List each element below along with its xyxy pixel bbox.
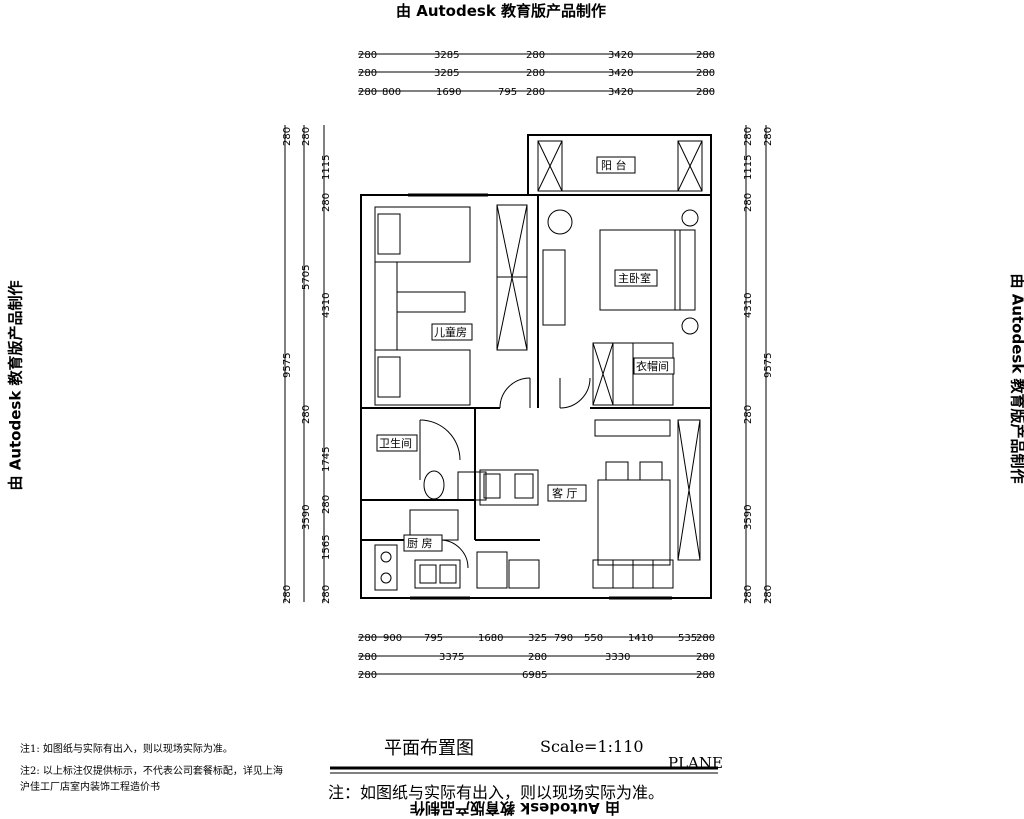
dim-top-3-5: 3420 xyxy=(608,87,633,98)
dim-left-inner-6: 1745 xyxy=(321,447,332,472)
dim-top-2-0: 280 xyxy=(358,68,377,79)
room-balcony: 阳 台 xyxy=(601,158,627,172)
dim-top-3-6: 280 xyxy=(696,87,715,98)
dim-left-inner-8: 1565 xyxy=(321,535,332,560)
balcony-outline xyxy=(527,134,712,196)
dim-top-1-4: 280 xyxy=(696,50,715,61)
dim-right-inner-6: 280 xyxy=(743,585,754,604)
dim-right-outer-0: 280 xyxy=(763,127,774,146)
drawing-title: 平面布置图 xyxy=(384,738,474,759)
dim-right-inner-2: 280 xyxy=(743,193,754,212)
dim-bot-2-2: 280 xyxy=(528,652,547,663)
room-bathroom: 卫生间 xyxy=(379,436,412,450)
dim-top-2-4: 280 xyxy=(696,68,715,79)
dim-right-inner-0: 280 xyxy=(743,127,754,146)
dim-left-inner-2: 280 xyxy=(321,193,332,212)
dim-right-inner-3: 4310 xyxy=(743,293,754,318)
dim-bot-1-7: 1410 xyxy=(628,633,653,644)
dim-left-inner-4: 4310 xyxy=(321,293,332,318)
dim-left-inner-7: 280 xyxy=(321,495,332,514)
dim-bot-1-0: 280 xyxy=(358,633,377,644)
master-bed xyxy=(599,229,681,311)
room-kids: 儿童房 xyxy=(434,325,467,339)
watermark-top: 由 Autodesk 教育版产品制作 xyxy=(396,2,607,20)
dim-left-inner-1: 1115 xyxy=(321,155,332,180)
note-2a: 注2: 以上标注仅提供标示，不代表公司套餐标配，详见上海 xyxy=(20,766,283,777)
dim-left-inner-3: 5705 xyxy=(301,265,312,290)
dim-top-1-1: 3285 xyxy=(434,50,459,61)
drawing-plane: PLANE xyxy=(668,754,723,772)
dim-right-inner-1: 1115 xyxy=(743,155,754,180)
note-1: 注1: 如图纸与实际有出入，则以现场实际为准。 xyxy=(20,744,233,755)
dim-bot-2-1: 3375 xyxy=(439,652,464,663)
dim-top-2-3: 3420 xyxy=(608,68,633,79)
dim-right-outer-1: 9575 xyxy=(763,353,774,378)
dim-bot-1-8: 535 xyxy=(678,633,697,644)
dim-top-1-3: 3420 xyxy=(608,50,633,61)
room-living: 客 厅 xyxy=(552,486,578,500)
dim-top-1-2: 280 xyxy=(526,50,545,61)
dining-table xyxy=(597,479,671,566)
dim-top-3-4: 280 xyxy=(526,87,545,98)
dim-bot-1-1: 900 xyxy=(383,633,402,644)
dim-left-inner-0: 280 xyxy=(301,127,312,146)
dim-bot-2-0: 280 xyxy=(358,652,377,663)
drawing-note: 注：如图纸与实际有出入，则以现场实际为准。 xyxy=(328,783,665,802)
dim-bot-2-4: 280 xyxy=(696,652,715,663)
dim-bot-1-6: 550 xyxy=(584,633,603,644)
room-closet: 衣帽间 xyxy=(636,359,669,373)
dim-bot-1-2: 795 xyxy=(424,633,443,644)
dim-top-1-0: 280 xyxy=(358,50,377,61)
dim-top-2-1: 3285 xyxy=(434,68,459,79)
dim-left-outer-0: 280 xyxy=(282,127,293,146)
dim-bot-1-9: 280 xyxy=(696,633,715,644)
dim-left-outer-1: 9575 xyxy=(282,353,293,378)
room-master-bedroom: 主卧室 xyxy=(618,271,651,285)
dim-top-3-0: 280 xyxy=(358,87,377,98)
note-2b: 沪佳工厂店室内装饰工程造价书 xyxy=(20,782,160,793)
drawing-scale: Scale=1:110 xyxy=(540,737,644,756)
dim-top-2-2: 280 xyxy=(526,68,545,79)
dim-left-inner-9: 280 xyxy=(321,585,332,604)
room-kitchen: 厨 房 xyxy=(407,537,433,550)
dim-left-inner-5: 280 xyxy=(301,405,312,424)
dim-bot-3-1: 6985 xyxy=(522,670,547,681)
dim-top-3-1: 800 xyxy=(382,87,401,98)
dim-bot-3-2: 280 xyxy=(696,670,715,681)
dim-left-outer-2: 3590 xyxy=(301,505,312,530)
dim-bot-1-4: 325 xyxy=(528,633,547,644)
dim-right-inner-5: 3590 xyxy=(743,505,754,530)
dim-bot-1-5: 790 xyxy=(554,633,573,644)
dim-left-outer-3: 280 xyxy=(282,585,293,604)
dim-top-3-2: 1690 xyxy=(436,87,461,98)
dim-bot-3-0: 280 xyxy=(358,670,377,681)
dim-bot-2-3: 3330 xyxy=(605,652,630,663)
dim-bot-1-3: 1680 xyxy=(478,633,503,644)
dim-right-outer-2: 280 xyxy=(763,585,774,604)
dim-right-inner-4: 280 xyxy=(743,405,754,424)
dim-top-3-3: 795 xyxy=(498,87,517,98)
